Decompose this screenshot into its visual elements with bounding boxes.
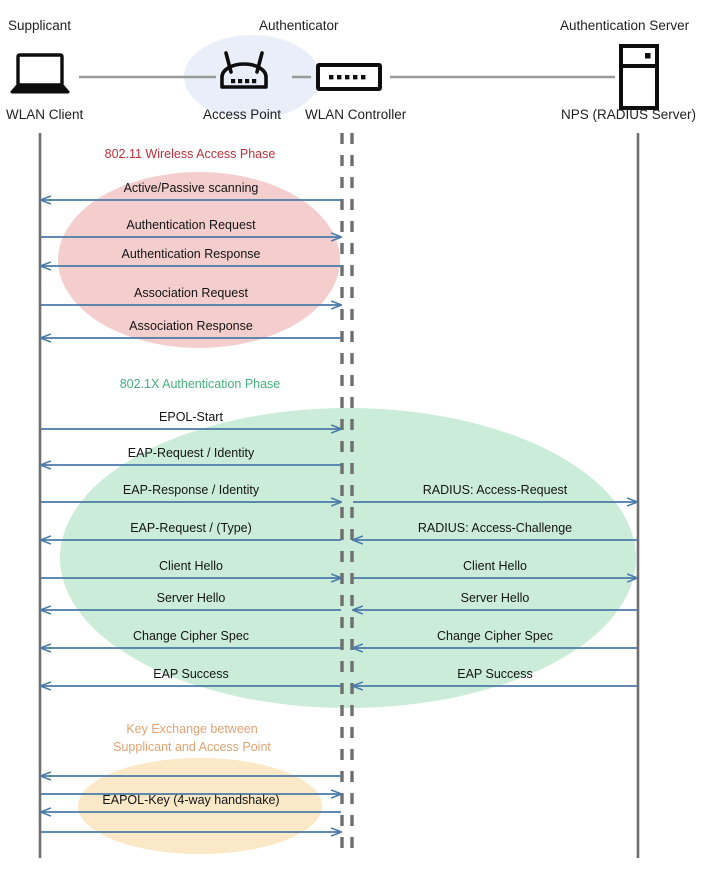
message-label: EAP-Request / (Type) (130, 521, 252, 535)
role-title-authenticator: Authenticator (259, 18, 339, 33)
role-title-authentication-server: Authentication Server (560, 18, 690, 33)
phase-label-802-1x: 802.1X Authentication Phase (119, 377, 281, 391)
access-point-icon (220, 51, 268, 89)
phase-label-802-11: 802.11 Wireless Access Phase (104, 147, 276, 161)
wlan-controller-icon (316, 63, 382, 91)
message-label: Change Cipher Spec (436, 629, 554, 643)
message-label: EAP Success (457, 667, 533, 681)
phase-label-key-exchange-line1: Key Exchange between (126, 722, 258, 736)
message-label: Authentication Request (126, 218, 256, 232)
message-label: RADIUS: Access-Challenge (417, 521, 573, 535)
message-label: RADIUS: Access-Request (422, 483, 568, 497)
message-label: Client Hello (463, 559, 527, 573)
phase-802-1x-ellipse (60, 408, 636, 708)
message-label: Client Hello (159, 559, 223, 573)
message-label: Change Cipher Spec (132, 629, 250, 643)
device-label-nps: NPS (RADIUS Server) (561, 107, 697, 122)
device-label-wlan-client: WLAN Client (6, 107, 84, 122)
message-label: EAP-Response / Identity (122, 483, 260, 497)
message-label: Authentication Response (121, 247, 261, 261)
phase-key-exchange-ellipse (78, 758, 322, 854)
message-arrow-layer (41, 200, 637, 832)
phase-802-11-ellipse (58, 172, 340, 348)
message-label: EPOL-Start (159, 410, 223, 424)
message-label: Active/Passive scanning (123, 181, 259, 195)
message-label: Association Response (129, 319, 253, 333)
device-label-wlan-controller: WLAN Controller (305, 107, 407, 122)
role-title-supplicant: Supplicant (8, 18, 72, 33)
message-label: Association Request (134, 286, 248, 300)
phase-label-key-exchange-line2: Supplicant and Access Point (113, 740, 271, 754)
message-label: EAP-Request / Identity (127, 446, 255, 460)
rack-server-icon (619, 44, 659, 110)
authenticator-halo (184, 35, 320, 119)
message-label: Server Hello (460, 591, 530, 605)
message-label: EAPOL-Key (4-way handshake) (102, 793, 280, 807)
message-label: EAP Success (153, 667, 229, 681)
message-label: Server Hello (156, 591, 226, 605)
laptop-icon (10, 53, 70, 94)
device-label-access-point: Access Point (203, 107, 282, 122)
